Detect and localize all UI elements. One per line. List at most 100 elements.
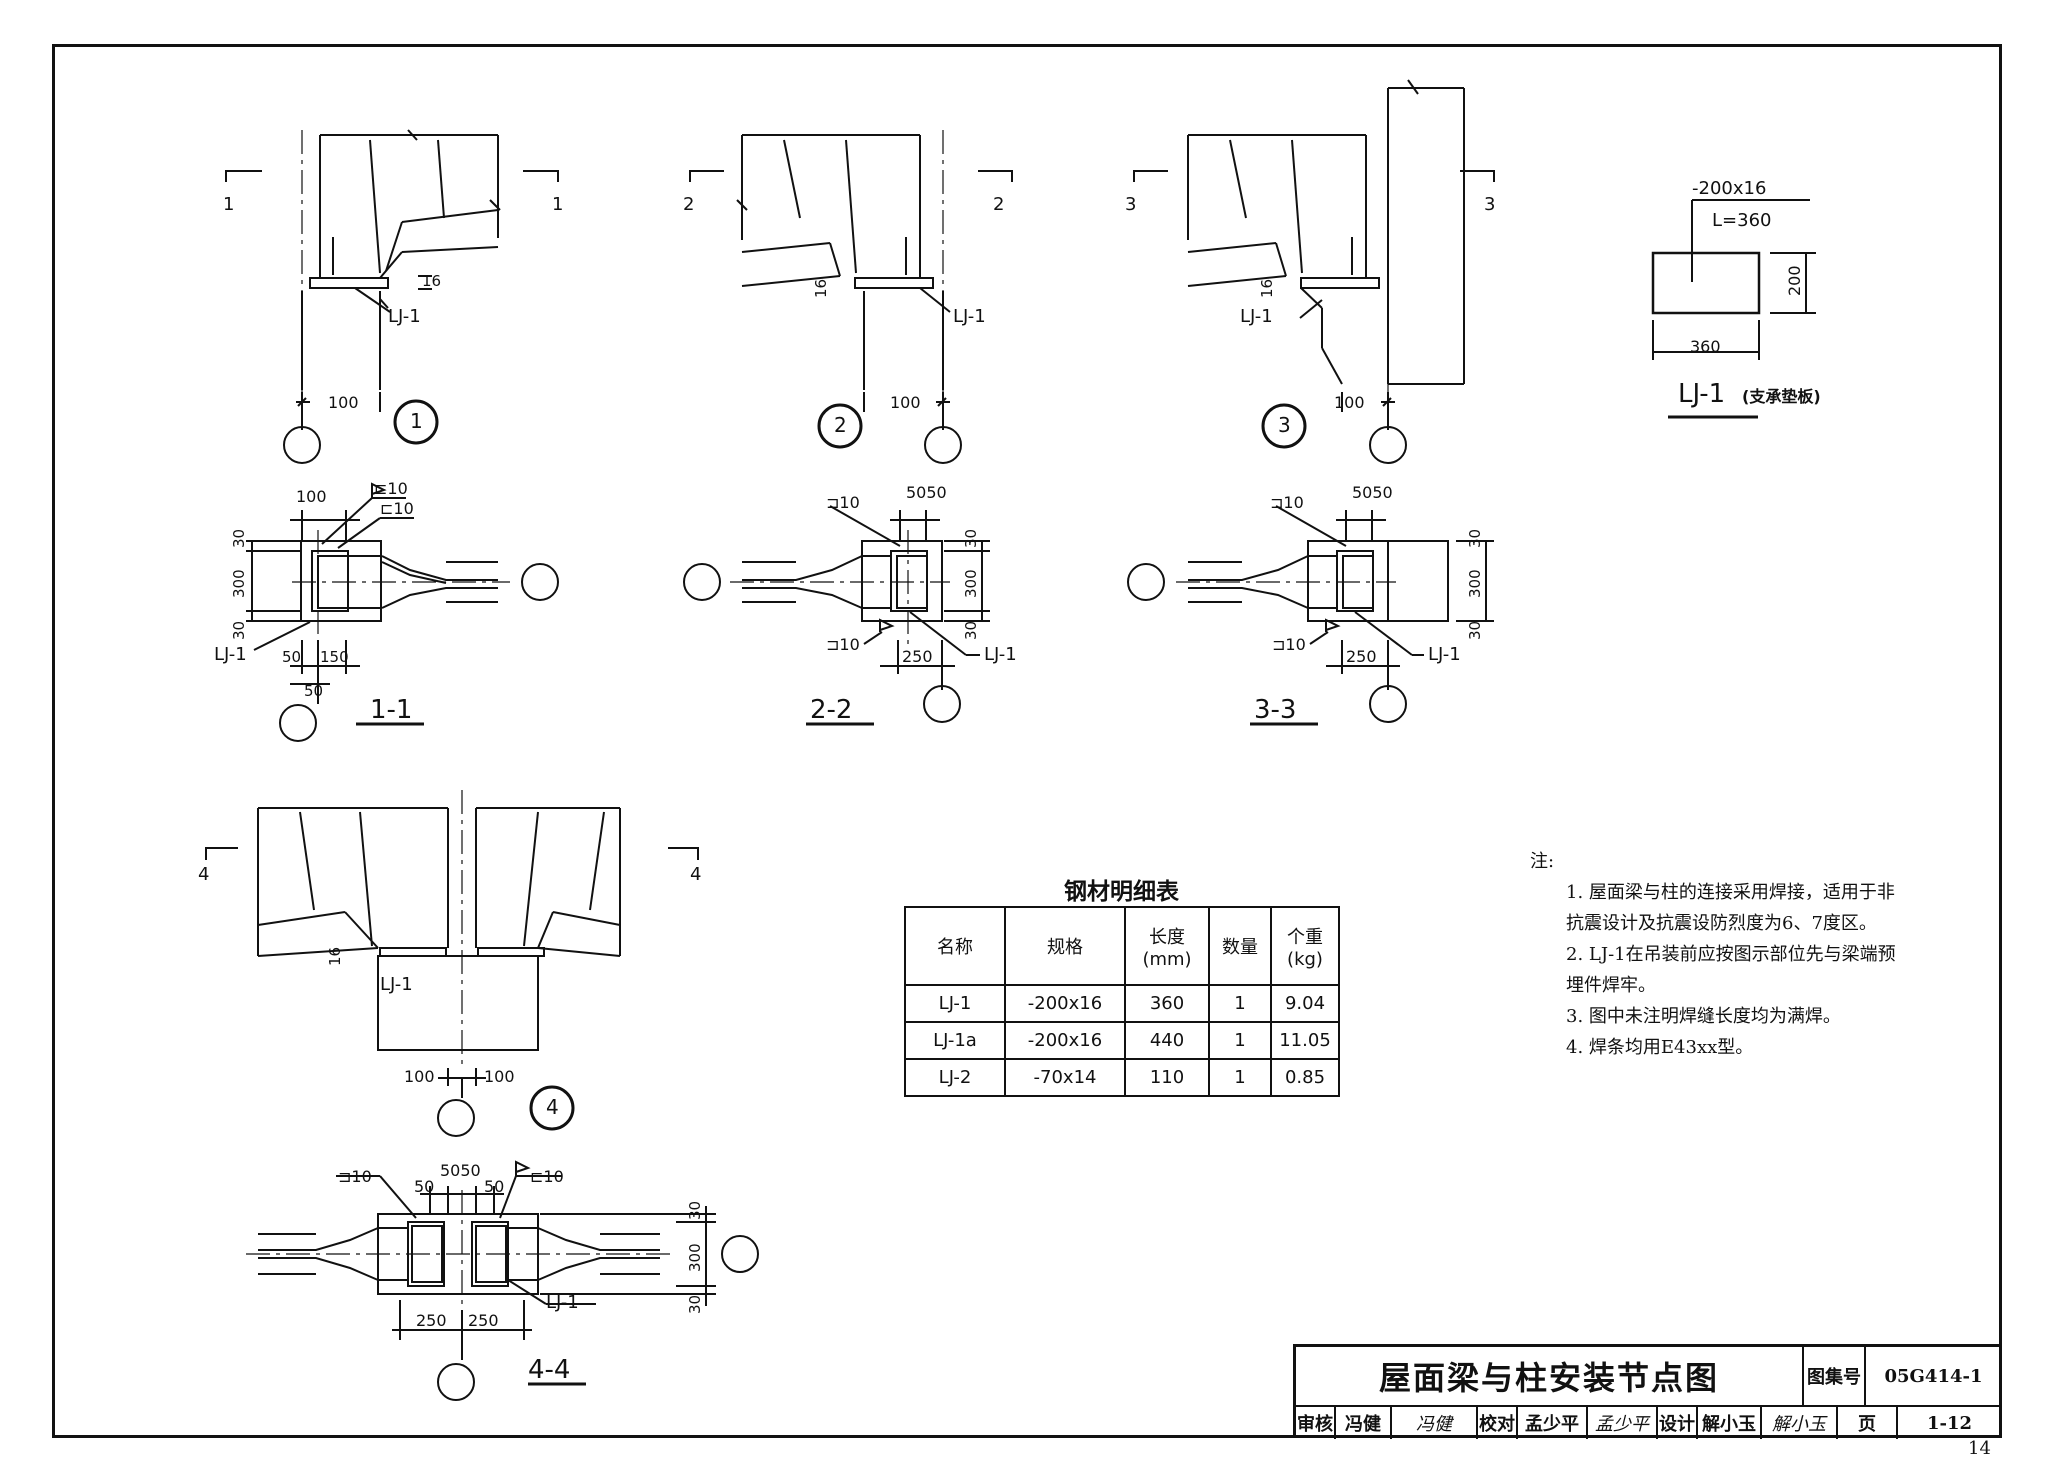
s1-weld-c10-b: ⊏10 bbox=[380, 499, 414, 518]
notes-block: 注: 1. 屋面梁与柱的连接采用焊接，适用于非抗震设计及抗震设防烈度为6、7度区… bbox=[1530, 846, 1910, 1063]
s4-dim-30-bottom: 30 bbox=[686, 1295, 704, 1314]
plate-height-dim: 200 bbox=[1785, 265, 1804, 296]
col-header-qty: 数量 bbox=[1208, 906, 1272, 986]
d2-dim-100: 100 bbox=[890, 393, 921, 412]
s3-dim-30-bottom: 30 bbox=[1466, 621, 1484, 640]
detail-1-number: 1 bbox=[410, 409, 423, 433]
atlas-number: 05G414-1 bbox=[1866, 1347, 2001, 1407]
d3-dim-16: 16 bbox=[1258, 279, 1276, 298]
s1-dim-30-bottom: 30 bbox=[230, 621, 248, 640]
cell-qty: 1 bbox=[1208, 1058, 1272, 1097]
s1-dim-100: 100 bbox=[296, 487, 327, 506]
section-1-1-title: 1-1 bbox=[370, 695, 412, 725]
s3-dim-300: 300 bbox=[1466, 569, 1484, 598]
cell-length: 110 bbox=[1124, 1058, 1210, 1097]
page-value: 1-12 bbox=[1926, 1412, 1973, 1434]
s1-dim-50-a: 50 bbox=[282, 648, 301, 666]
checker-name: 孟少平 bbox=[1518, 1407, 1588, 1439]
title-block: 屋面梁与柱安装节点图 图集号 05G414-1 审核 冯健 冯健 校对 孟少平 … bbox=[1293, 1344, 2001, 1439]
s1-dim-50-b: 50 bbox=[304, 682, 323, 700]
review-label: 审核 bbox=[1296, 1407, 1336, 1439]
s4-dim-250-left: 250 bbox=[416, 1311, 447, 1330]
s1-weld-c10-a: ⊏10 bbox=[374, 479, 408, 498]
checker-signature: 孟少平 bbox=[1588, 1407, 1658, 1439]
table-row: LJ-2 -70x14 110 1 0.85 bbox=[904, 1058, 1340, 1097]
s3-weld-j10-top: ⊐10 bbox=[1270, 493, 1304, 512]
s4-dim-5050: 5050 bbox=[440, 1161, 481, 1180]
s3-dim-250: 250 bbox=[1346, 647, 1377, 666]
d1-dim-16: 16 bbox=[422, 272, 441, 290]
check-label: 校对 bbox=[1478, 1407, 1518, 1439]
s2-weld-j10-bottom: ⊐10 bbox=[826, 635, 860, 654]
steel-table: 名称 规格 长度 (mm) 数量 个重 (kg) LJ-1 -200x16 36… bbox=[904, 906, 1340, 1097]
d4-lj1-label: LJ-1 bbox=[380, 974, 413, 995]
note-item-4: 4. 焊条均用E43xx型。 bbox=[1566, 1037, 1754, 1058]
detail-2-elevation bbox=[689, 130, 1013, 464]
s2-dim-30-bottom: 30 bbox=[962, 621, 980, 640]
drawing-frame bbox=[52, 44, 2002, 1438]
section-2-2-plan bbox=[683, 505, 990, 726]
s4-dim-30-top: 30 bbox=[686, 1201, 704, 1220]
page-label: 页 bbox=[1838, 1407, 1898, 1439]
cell-qty: 1 bbox=[1208, 984, 1272, 1023]
atlas-label: 图集号 bbox=[1804, 1347, 1866, 1407]
table-header-row: 名称 规格 长度 (mm) 数量 个重 (kg) bbox=[904, 906, 1340, 986]
d3-lj1-label: LJ-1 bbox=[1240, 306, 1273, 327]
note-item-2: 2. LJ-1在吊装前应按图示部位先与梁端预埋件焊牢。 bbox=[1566, 944, 1896, 996]
design-label: 设计 bbox=[1658, 1407, 1698, 1439]
designer-name: 解小玉 bbox=[1698, 1407, 1762, 1439]
detail-1-elevation bbox=[225, 129, 559, 464]
s3-lj1-label: LJ-1 bbox=[1428, 644, 1461, 665]
s4-dim-50-left: 50 bbox=[414, 1177, 434, 1196]
plate-length: L=360 bbox=[1712, 210, 1771, 231]
d3-dim-100: 100 bbox=[1334, 393, 1365, 412]
cell-spec: -70x14 bbox=[1004, 1058, 1126, 1097]
d2-dim-16: 16 bbox=[812, 279, 830, 298]
cell-name: LJ-2 bbox=[904, 1058, 1006, 1097]
s3-dim-5050: 5050 bbox=[1352, 483, 1393, 502]
col-header-name: 名称 bbox=[904, 906, 1006, 986]
sec1-mark-left: 1 bbox=[223, 194, 234, 215]
col-header-length: 长度 (mm) bbox=[1124, 906, 1210, 986]
sec4-mark-left: 4 bbox=[198, 864, 209, 885]
section-3-3-title: 3-3 bbox=[1254, 695, 1296, 725]
cell-weight: 11.05 bbox=[1270, 1021, 1340, 1060]
note-item-1: 1. 屋面梁与柱的连接采用焊接，适用于非抗震设计及抗震设防烈度为6、7度区。 bbox=[1566, 882, 1895, 934]
plate-note: (支承垫板) bbox=[1742, 387, 1821, 406]
section-3-3-plan bbox=[1127, 505, 1494, 726]
cell-weight: 0.85 bbox=[1270, 1058, 1340, 1097]
s2-dim-30-top: 30 bbox=[962, 529, 980, 548]
s4-lj1-label: LJ-1 bbox=[546, 1292, 579, 1313]
sheet-number: 14 bbox=[1968, 1438, 1991, 1459]
plate-name: LJ-1 bbox=[1678, 379, 1725, 409]
cell-name: LJ-1 bbox=[904, 984, 1006, 1023]
s1-dim-30-top: 30 bbox=[230, 529, 248, 548]
d4-dim-16: 16 bbox=[326, 947, 344, 966]
d4-dim-100-right: 100 bbox=[484, 1067, 515, 1086]
col-header-spec: 规格 bbox=[1004, 906, 1126, 986]
notes-heading: 注: bbox=[1530, 851, 1555, 872]
s4-weld-c10: ⊏10 bbox=[530, 1167, 564, 1186]
d4-dim-100-left: 100 bbox=[404, 1067, 435, 1086]
s3-dim-30-top: 30 bbox=[1466, 529, 1484, 548]
detail-2-number: 2 bbox=[834, 413, 847, 437]
cell-spec: -200x16 bbox=[1004, 984, 1126, 1023]
s4-dim-50-right: 50 bbox=[484, 1177, 504, 1196]
cell-name: LJ-1a bbox=[904, 1021, 1006, 1060]
s1-dim-150: 150 bbox=[320, 648, 349, 666]
s2-dim-250: 250 bbox=[902, 647, 933, 666]
drawing-title: 屋面梁与柱安装节点图 bbox=[1296, 1347, 1804, 1407]
table-row: LJ-1 -200x16 360 1 9.04 bbox=[904, 984, 1340, 1023]
col-header-weight: 个重 (kg) bbox=[1270, 906, 1340, 986]
sec4-mark-right: 4 bbox=[690, 864, 701, 885]
sec1-mark-right: 1 bbox=[552, 194, 563, 215]
cell-weight: 9.04 bbox=[1270, 984, 1340, 1023]
sec2-mark-right: 2 bbox=[993, 194, 1004, 215]
d1-dim-100: 100 bbox=[328, 393, 359, 412]
reviewer-name: 冯健 bbox=[1336, 1407, 1392, 1439]
reviewer-signature: 冯健 bbox=[1392, 1407, 1478, 1439]
s4-weld-j10: ⊐10 bbox=[338, 1167, 372, 1186]
s4-dim-300: 300 bbox=[686, 1243, 704, 1272]
detail-3-number: 3 bbox=[1278, 413, 1291, 437]
s2-lj1-label: LJ-1 bbox=[984, 644, 1017, 665]
